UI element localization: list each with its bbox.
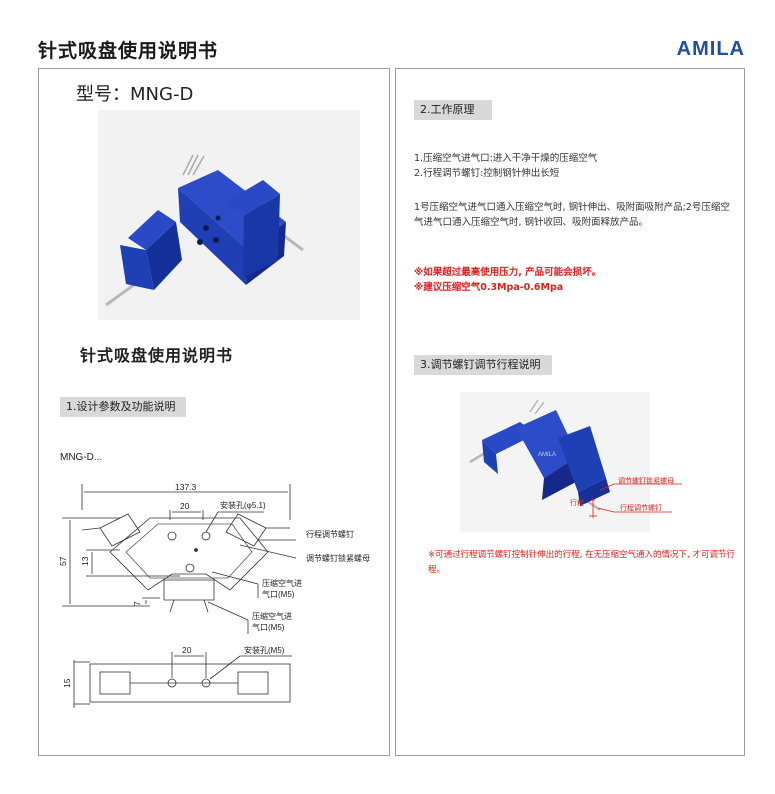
product-manual-title: 针式吸盘使用说明书	[80, 346, 234, 365]
principle-description: 1号压缩空气进气口通入压缩空气时, 钢针伸出、吸附面吸附产品;2号压缩空气进气口…	[414, 202, 730, 228]
air-inlet-1-label-line2: 气口(M5)	[262, 589, 295, 599]
adjustment-photo: AMILA	[460, 392, 650, 532]
drawing-model-label: MNG-D...	[60, 452, 103, 463]
dim-13: 13	[80, 556, 90, 566]
principle-list: 1.压缩空气进气口:进入干净干燥的压缩空气 2.行程调节螺钉:控制钢针伸出长短	[414, 151, 734, 181]
side-mount-hole-label: 安装孔(M5)	[244, 645, 285, 655]
air-inlet-1-label-line1: 压缩空气进	[262, 578, 302, 588]
section-2-heading: 2.工作原理	[414, 100, 492, 120]
principle-item-1: 1.压缩空气进气口:进入干净干燥的压缩空气	[414, 153, 598, 164]
section-3-heading: 3.调节螺钉调节行程说明	[414, 355, 552, 375]
brand-logo: AMILA	[676, 38, 745, 60]
section-1-heading: 1.设计参数及功能说明	[60, 397, 186, 417]
dim-height: 57	[58, 556, 68, 566]
air-inlet-2-label-line2: 气口(M5)	[252, 622, 285, 632]
photo2-label-stroke: 行程	[570, 498, 584, 507]
dim-15: 15	[62, 678, 72, 688]
stroke-screw-label: 行程调节螺钉	[306, 529, 354, 539]
model-number: 型号：MNG-D	[76, 84, 194, 105]
photo2-label-lock-nut: 调节螺钉锁紧螺母	[618, 476, 674, 485]
dim-7: 7	[132, 601, 142, 606]
warning-recommended-pressure: ※建议压缩空气0.3Mpa-0.6Mpa	[414, 282, 564, 293]
principle-item-2: 2.行程调节螺钉:控制钢针伸出长短	[414, 168, 560, 179]
product-photo	[98, 110, 360, 320]
lock-nut-label: 调节螺钉锁紧螺母	[306, 553, 370, 563]
left-panel	[38, 68, 390, 756]
svg-text:AMILA: AMILA	[538, 452, 556, 458]
photo2-label-stroke-screw: 行程调节螺钉	[620, 503, 662, 512]
dim-hole-spacing: 20	[180, 501, 190, 511]
adjustment-note: ※可通过行程调节螺钉控制针伸出的行程, 在无压缩空气通入的情况下, 才可调节行程…	[428, 550, 735, 575]
dim-total-length: 137.3	[175, 482, 197, 492]
air-inlet-2-label-line1: 压缩空气进	[252, 611, 292, 621]
warning-max-pressure: ※如果超过最高使用压力, 产品可能会损坏。	[414, 267, 602, 278]
right-panel	[395, 68, 745, 756]
mount-hole-label: 安装孔(φ5.1)	[220, 500, 266, 510]
side-hole-spacing: 20	[182, 645, 192, 655]
document-title: 针式吸盘使用说明书	[38, 40, 219, 62]
